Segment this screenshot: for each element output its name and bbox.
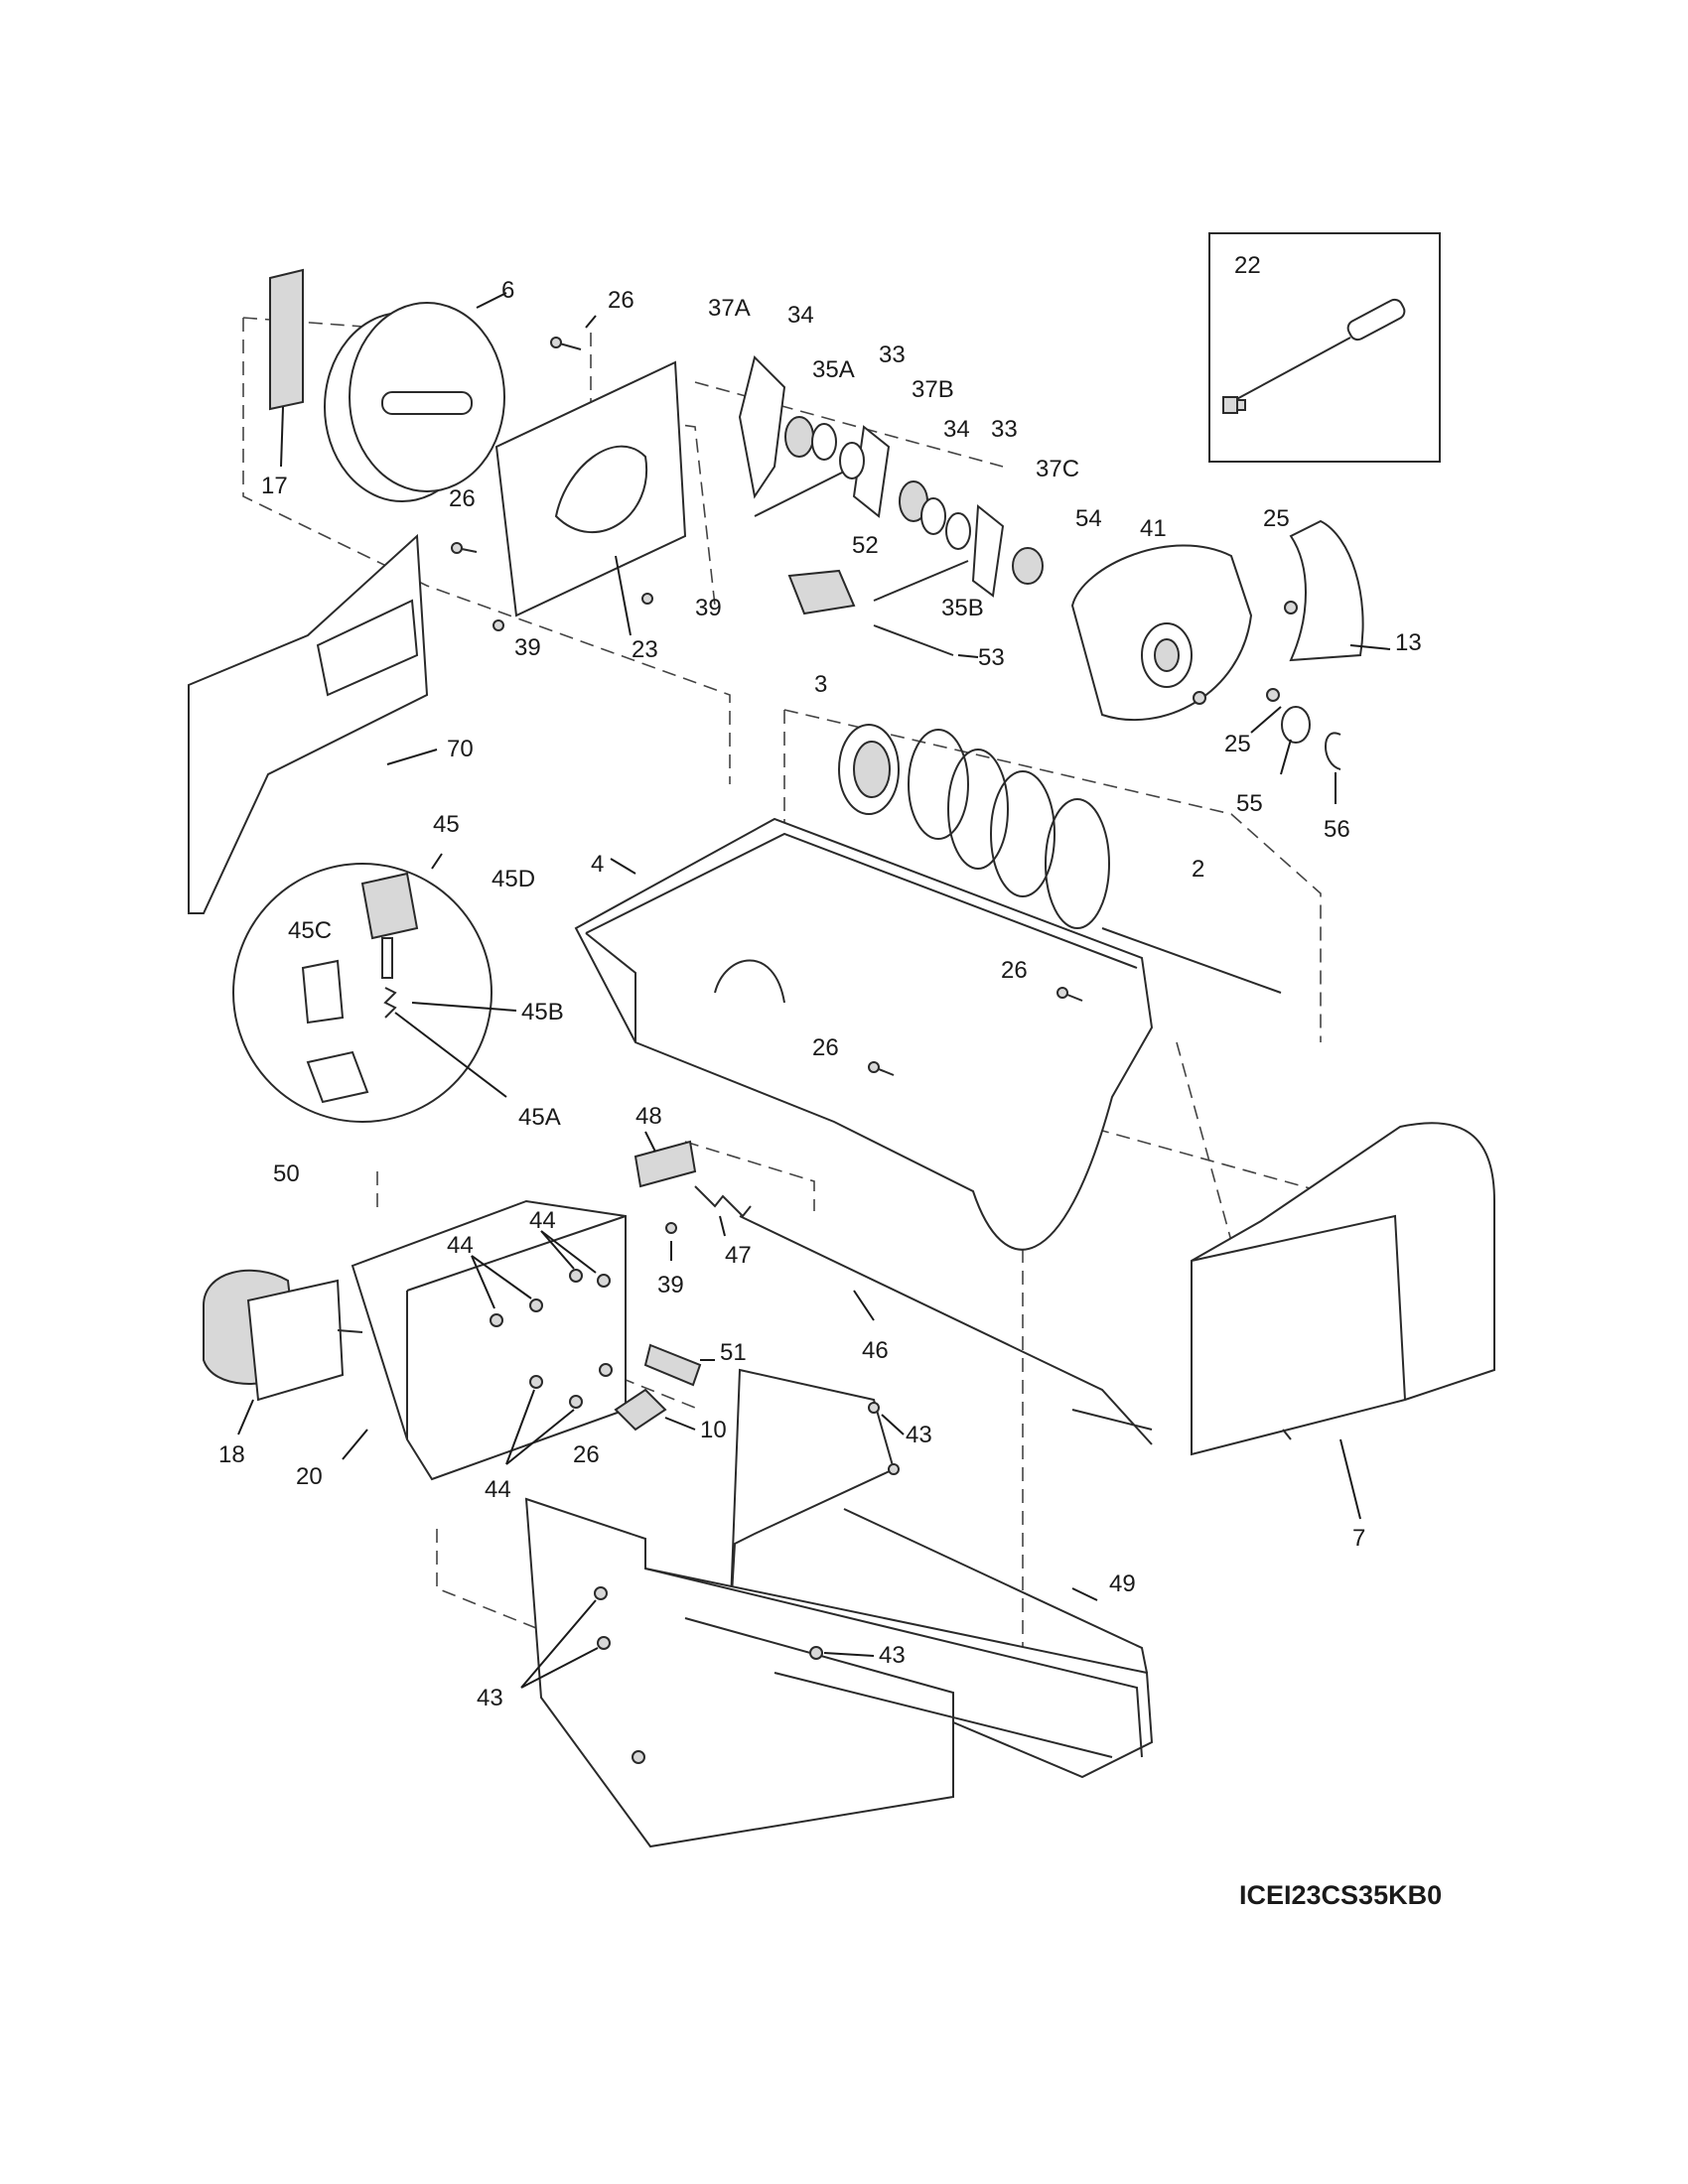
label-25: 25 [1263, 505, 1290, 532]
part-7-front-cover [1191, 1122, 1495, 1520]
callout-labels: 22 6 26 37A 34 35A 33 37B 34 33 37C 54 4… [218, 252, 1442, 1910]
label-44: 44 [447, 1232, 474, 1259]
label-6: 6 [501, 277, 514, 304]
label-70: 70 [447, 736, 474, 762]
inset-box-part-22 [1208, 232, 1441, 463]
label-7: 7 [1352, 1525, 1365, 1552]
label-41: 41 [1140, 515, 1167, 542]
label-20: 20 [296, 1463, 323, 1490]
parts-25-55-56 [1193, 601, 1341, 804]
part-43-bracket [729, 1368, 905, 1629]
label-3: 3 [814, 671, 827, 698]
bin-screws [868, 987, 1083, 1076]
label-44c: 44 [485, 1476, 511, 1503]
part-52-53 [787, 569, 979, 658]
part-23-mounting-plate [494, 360, 687, 636]
part-6-auger-drum [324, 292, 507, 502]
label-55: 55 [1236, 790, 1263, 817]
label-18: 18 [218, 1441, 245, 1468]
label-53: 53 [978, 644, 1005, 671]
part-18-motor [203, 1269, 363, 1435]
screws-44 [471, 1230, 613, 1465]
label-37c: 37C [1036, 456, 1079, 482]
label-50: 50 [273, 1160, 300, 1187]
part-3-collar [838, 724, 900, 815]
inset-circle-part-45 [232, 853, 517, 1123]
label-25b: 25 [1224, 731, 1251, 757]
label-45d: 45D [492, 866, 535, 892]
part-51-10 [614, 1343, 715, 1432]
label-52: 52 [852, 532, 879, 559]
label-56: 56 [1324, 816, 1350, 843]
label-35a: 35A [812, 356, 855, 383]
crusher-gear-stack [738, 355, 1044, 602]
label-26b: 26 [449, 485, 476, 512]
label-45c: 45C [288, 917, 332, 944]
part-41-housing [1070, 544, 1253, 722]
label-17: 17 [261, 473, 288, 499]
label-33b: 33 [991, 416, 1018, 443]
label-45b: 45B [521, 999, 564, 1025]
label-39c: 39 [657, 1272, 684, 1298]
label-37a: 37A [708, 295, 751, 322]
part-46-rod [739, 1215, 1153, 1445]
label-26: 26 [608, 287, 634, 314]
label-44b: 44 [529, 1207, 556, 1234]
part-70-chute [188, 533, 438, 914]
label-47: 47 [725, 1242, 752, 1269]
label-45: 45 [433, 811, 460, 838]
part-4-ice-bin [574, 817, 1154, 1251]
label-2: 2 [1192, 856, 1204, 883]
label-39: 39 [695, 595, 722, 621]
label-13: 13 [1395, 629, 1422, 656]
part-20-gearbox-frame [342, 1199, 627, 1481]
label-37b: 37B [912, 376, 954, 403]
part-2-auger-spring [908, 729, 1282, 994]
label-26c: 26 [1001, 957, 1028, 984]
label-49: 49 [1109, 1570, 1136, 1597]
label-48: 48 [635, 1103, 662, 1130]
part-48-47 [633, 1131, 752, 1261]
label-33: 33 [879, 341, 906, 368]
part-13-cover [1289, 519, 1391, 662]
label-26d: 26 [812, 1034, 839, 1061]
label-23: 23 [632, 636, 658, 663]
model-number: ICEI23CS35KB0 [1239, 1880, 1442, 1910]
label-10: 10 [700, 1417, 727, 1443]
label-51: 51 [720, 1339, 747, 1366]
label-43b: 43 [879, 1642, 906, 1669]
screws-43-bottom [520, 1586, 875, 1764]
label-4: 4 [591, 851, 604, 878]
label-35b: 35B [941, 595, 984, 621]
label-34b: 34 [943, 416, 970, 443]
label-39b: 39 [514, 634, 541, 661]
label-45a: 45A [518, 1104, 561, 1131]
part-49-tray [524, 1497, 1154, 1848]
upper-screws [451, 315, 653, 631]
label-34: 34 [787, 302, 814, 329]
label-43: 43 [906, 1422, 932, 1448]
label-26e: 26 [573, 1441, 600, 1468]
part-17-pad [269, 268, 304, 468]
label-54: 54 [1075, 505, 1102, 532]
label-46: 46 [862, 1337, 889, 1364]
label-22: 22 [1234, 252, 1261, 279]
label-43c: 43 [477, 1685, 503, 1711]
